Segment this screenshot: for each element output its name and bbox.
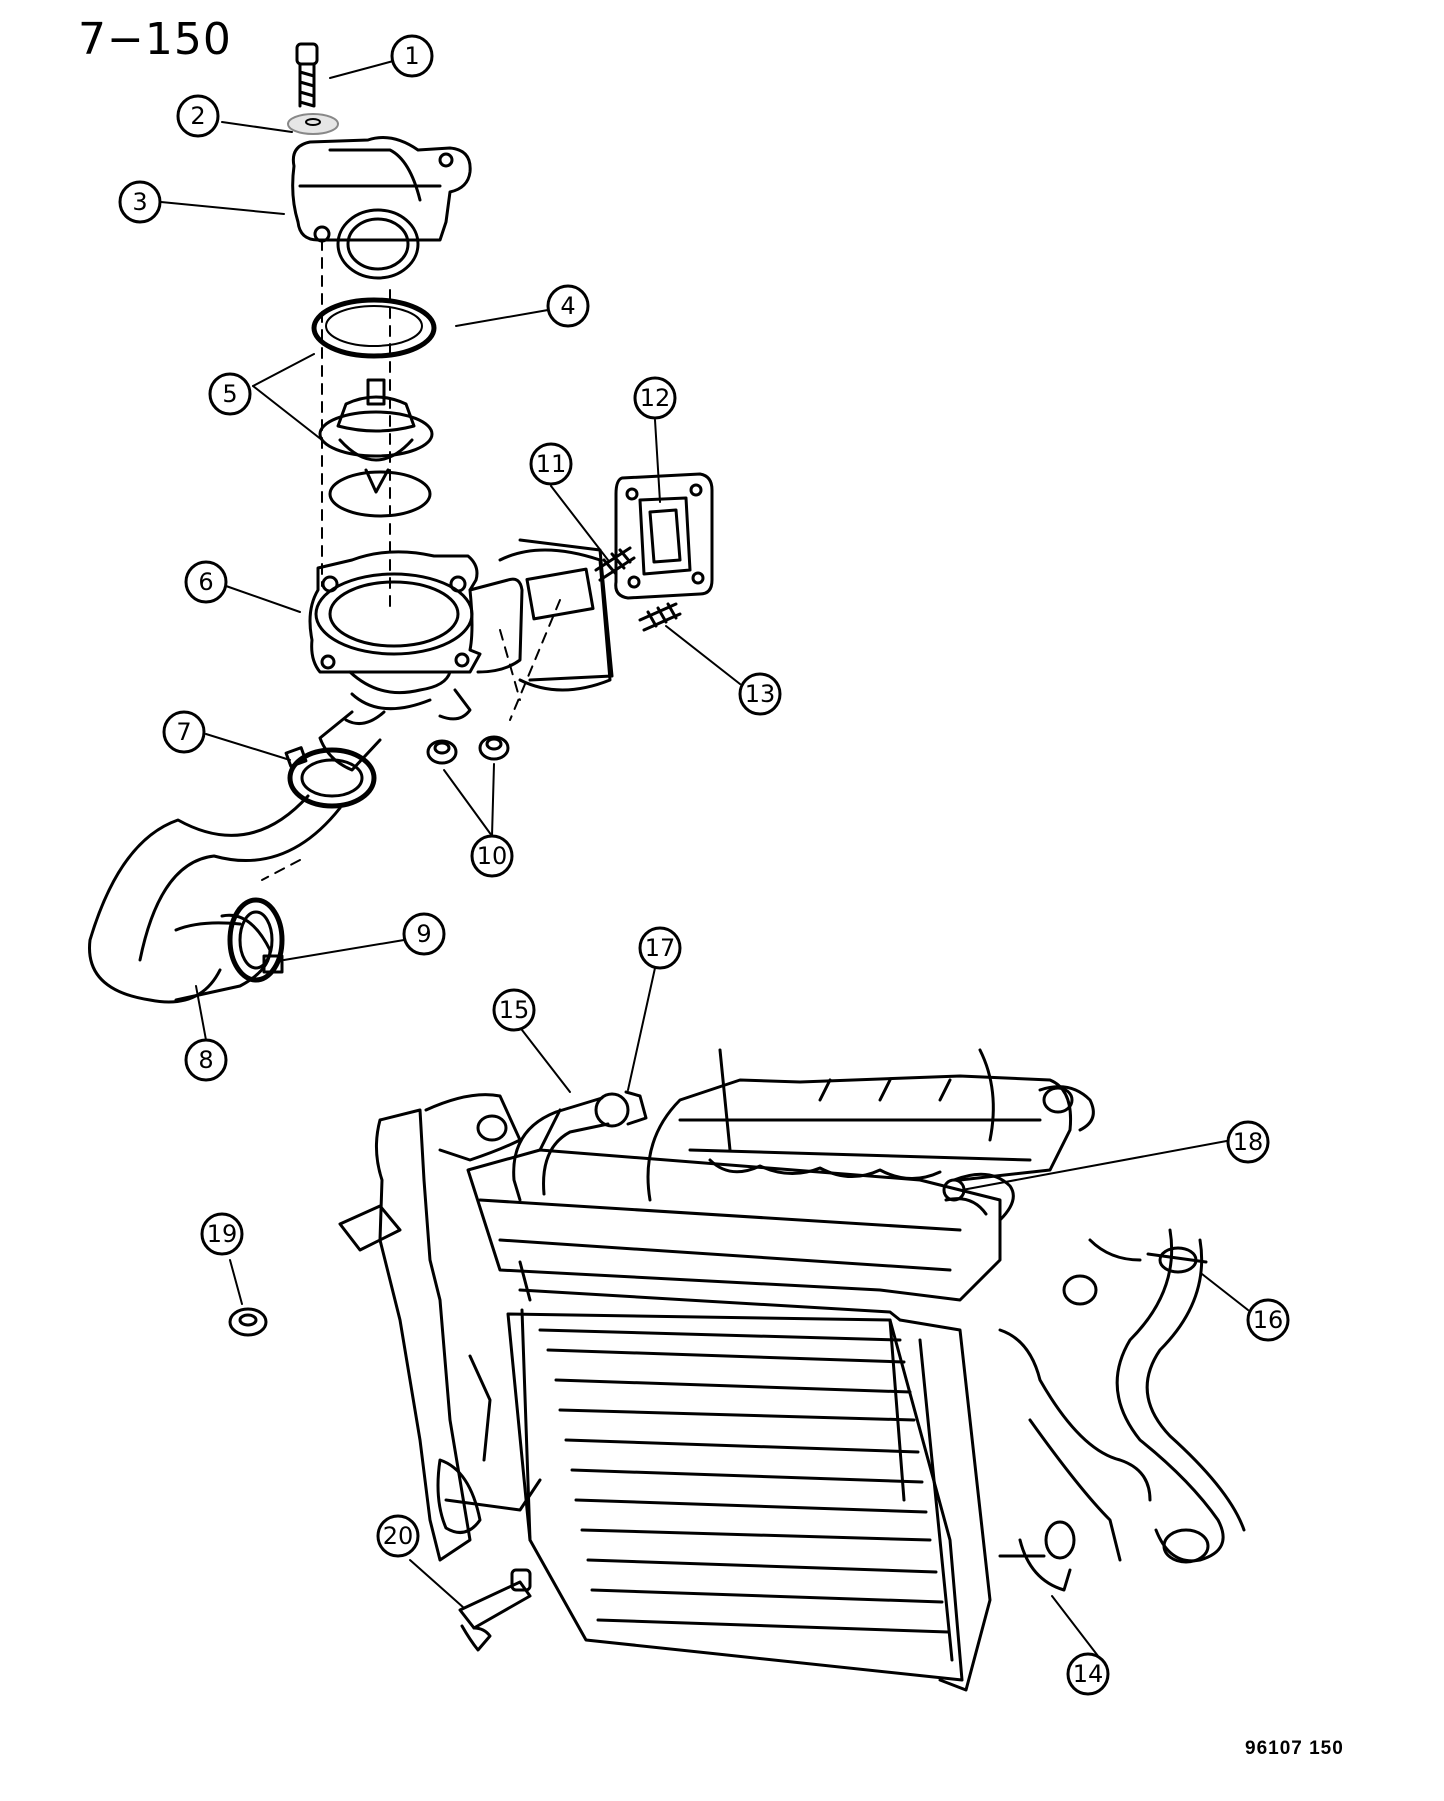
engine-block bbox=[646, 1048, 1095, 1202]
hose-part-18 bbox=[942, 1172, 1015, 1222]
callout-11: 11 bbox=[529, 442, 573, 486]
figure-code: 96107 150 bbox=[1245, 1738, 1344, 1759]
radiator-top-frame bbox=[466, 1108, 1002, 1322]
stud-part-13 bbox=[638, 602, 682, 632]
callout-17-label: 17 bbox=[645, 934, 676, 962]
upper-hose-part-15 bbox=[512, 1090, 648, 1202]
radiator-core bbox=[506, 1308, 964, 1682]
washer-part-2 bbox=[287, 113, 339, 135]
callout-4-label: 4 bbox=[560, 292, 575, 320]
radiator-side-tank bbox=[898, 1318, 992, 1692]
callout-6: 6 bbox=[184, 560, 228, 604]
right-hose-part-16 bbox=[1115, 1228, 1246, 1564]
callout-20: 20 bbox=[376, 1514, 420, 1558]
callout-7-label: 7 bbox=[176, 718, 191, 746]
thermostat-housing-part-6 bbox=[308, 538, 614, 721]
thermostat-part-5 bbox=[318, 378, 434, 518]
gasket-part-12 bbox=[614, 472, 714, 600]
callout-3: 3 bbox=[118, 180, 162, 224]
lower-pipe bbox=[998, 1238, 1152, 1562]
callout-14: 14 bbox=[1066, 1652, 1110, 1696]
callout-7: 7 bbox=[162, 710, 206, 754]
housing-neck bbox=[318, 710, 386, 772]
callout-16: 16 bbox=[1246, 1298, 1290, 1342]
hose-part-8 bbox=[88, 794, 342, 1004]
callout-9-label: 9 bbox=[416, 920, 431, 948]
callout-8: 8 bbox=[184, 1038, 228, 1082]
callout-13: 13 bbox=[738, 672, 782, 716]
callout-4: 4 bbox=[546, 284, 590, 328]
nut-parts-10 bbox=[426, 735, 510, 765]
callout-16-label: 16 bbox=[1253, 1306, 1284, 1334]
callout-2: 2 bbox=[176, 94, 220, 138]
left-bracket bbox=[338, 1108, 542, 1562]
page-number: 7−150 bbox=[78, 14, 232, 65]
callout-12: 12 bbox=[633, 376, 677, 420]
callout-9: 9 bbox=[402, 912, 446, 956]
callout-14-label: 14 bbox=[1073, 1660, 1104, 1688]
o-ring-part-4 bbox=[311, 297, 437, 359]
left-hose-stub bbox=[424, 1093, 522, 1162]
callout-17: 17 bbox=[638, 926, 682, 970]
callout-15-label: 15 bbox=[499, 996, 530, 1024]
callout-10-label: 10 bbox=[477, 842, 508, 870]
callout-10: 10 bbox=[470, 834, 514, 878]
callout-11-label: 11 bbox=[536, 450, 567, 478]
callout-6-label: 6 bbox=[198, 568, 213, 596]
washer-part-19 bbox=[228, 1307, 268, 1337]
callout-18-label: 18 bbox=[1233, 1128, 1264, 1156]
callout-13-label: 13 bbox=[745, 680, 776, 708]
callout-15: 15 bbox=[492, 988, 536, 1032]
callout-20-label: 20 bbox=[383, 1522, 414, 1550]
callout-19-label: 19 bbox=[207, 1220, 238, 1248]
callout-1: 1 bbox=[390, 34, 434, 78]
callout-5-label: 5 bbox=[222, 380, 237, 408]
callout-1-label: 1 bbox=[404, 42, 419, 70]
callout-3-label: 3 bbox=[132, 188, 147, 216]
thermostat-cover-part-3 bbox=[291, 136, 472, 280]
bolt-clip-part-20 bbox=[458, 1568, 532, 1652]
callout-18: 18 bbox=[1226, 1120, 1270, 1164]
leader-lines bbox=[160, 59, 1249, 1657]
alignment-dashes bbox=[261, 239, 561, 881]
lower-clamp-part-14 bbox=[998, 1520, 1076, 1592]
bolt-part-1 bbox=[295, 42, 319, 108]
callout-8-label: 8 bbox=[198, 1046, 213, 1074]
clamp-part-9 bbox=[227, 897, 285, 983]
callout-12-label: 12 bbox=[640, 384, 671, 412]
callout-5: 5 bbox=[208, 372, 252, 416]
callout-2-label: 2 bbox=[190, 102, 205, 130]
callout-19: 19 bbox=[200, 1212, 244, 1256]
